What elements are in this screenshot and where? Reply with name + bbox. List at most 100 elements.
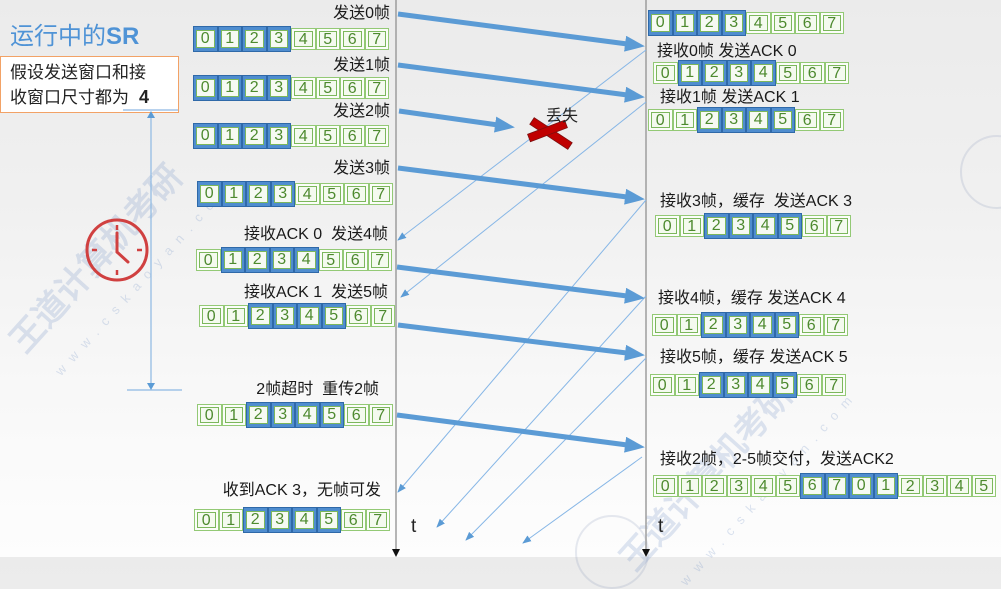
ack-5-line: [465, 357, 647, 541]
seq-cell: 5: [315, 125, 340, 147]
clock-icon: [85, 218, 149, 282]
window-seq-cell: 3: [723, 372, 748, 398]
seq-cell: 4: [291, 28, 316, 50]
receiver-step-label: 接收5帧，缓存 发送ACK 5: [660, 349, 848, 366]
seq-number: 6: [803, 477, 822, 495]
title-suffix: SR: [106, 23, 140, 50]
seq-number: 2: [251, 307, 270, 325]
seq-number: 4: [749, 111, 768, 129]
seq-number: 0: [200, 185, 219, 203]
window-seq-cell: 1: [217, 123, 242, 149]
seq-number: 3: [275, 307, 294, 325]
seq-cell: 7: [365, 509, 390, 531]
seq-number: 0: [199, 252, 218, 269]
window-seq-cell: 2: [701, 312, 726, 338]
seq-cell: 6: [340, 125, 365, 147]
seq-number: 2: [245, 127, 264, 145]
seq-number: 6: [343, 80, 362, 97]
seq-cell: 1: [677, 475, 702, 497]
seq-number: 3: [272, 251, 291, 269]
seq-number: 2: [245, 30, 264, 48]
seq-number: 7: [371, 407, 390, 424]
sender-step-label: 发送2帧: [333, 103, 390, 120]
seq-cell: 6: [802, 215, 827, 237]
seq-number: 0: [852, 477, 871, 495]
window-seq-cell: 2: [697, 10, 722, 36]
receiver-step-label: 接收1帧 发送ACK 1: [660, 89, 800, 106]
seq-number: 2: [704, 316, 723, 334]
receiver-step-label: 接收3帧，缓存 发送ACK 3: [660, 193, 853, 210]
seq-cell: 7: [368, 183, 393, 205]
seq-number: 1: [221, 512, 240, 529]
window-seq-cell: 0: [197, 181, 222, 207]
sender-step-label: 发送1帧: [333, 57, 390, 74]
seq-number: 2: [705, 478, 724, 495]
window-seq-cell: 1: [220, 247, 245, 273]
seq-number: 0: [651, 112, 670, 129]
seq-number: 6: [800, 377, 819, 394]
seq-cell: 1: [221, 404, 246, 426]
frame-5-arrow: [397, 322, 645, 361]
seq-cell: 4: [746, 12, 771, 34]
seq-cell: 3: [726, 475, 751, 497]
seq-number: 5: [324, 307, 343, 325]
seq-number: 1: [224, 407, 243, 424]
seq-number: 5: [777, 316, 796, 334]
seq-number: 3: [728, 316, 747, 334]
window-seq-cell: 3: [728, 213, 753, 239]
window-seq-cell: 1: [217, 75, 242, 101]
seq-number: 1: [223, 251, 242, 269]
seq-number: 2: [707, 217, 726, 235]
window-seq-cell: 2: [704, 213, 729, 239]
sender-step-label: 发送3帧: [333, 160, 390, 177]
seq-number: 4: [294, 31, 313, 48]
window-seq-cell: 3: [270, 181, 295, 207]
window-seq-cell: 3: [269, 247, 294, 273]
window-seq-cell: 3: [726, 60, 751, 86]
seq-number: 2: [705, 64, 724, 82]
window-seq-cell: 3: [266, 75, 291, 101]
seq-number: 1: [679, 317, 698, 334]
window-seq-cell: 4: [746, 107, 771, 133]
window-seq-cell: 3: [266, 123, 291, 149]
seq-number: 5: [778, 65, 797, 82]
sender-step-label: 接收ACK 0 发送4帧: [243, 226, 388, 243]
ack-1-line: [400, 101, 647, 298]
seq-number: 7: [822, 15, 841, 32]
seq-cell: 6: [795, 109, 820, 131]
lost-label: 丢失: [546, 106, 579, 125]
frame-3-arrow: [397, 165, 645, 205]
seq-number: 6: [344, 512, 363, 529]
seq-number: 1: [680, 64, 699, 82]
seq-cell: 7: [821, 374, 846, 396]
window-seq-cell: 0: [193, 75, 218, 101]
seq-cell: 0: [197, 404, 222, 426]
seq-cell: 3: [922, 475, 947, 497]
seq-number: 4: [297, 251, 316, 269]
seq-number: 7: [824, 377, 843, 394]
seq-cell: 5: [770, 12, 795, 34]
seq-number: 6: [347, 407, 366, 424]
seq-cell: 5: [971, 475, 996, 497]
window-seq-cell: 3: [721, 107, 746, 133]
seq-cell: 0: [653, 475, 678, 497]
ack-0-line: [397, 49, 647, 241]
sender-time-axis-label: t: [411, 516, 417, 537]
seq-number: 2: [700, 14, 719, 32]
seq-cell: 1: [674, 374, 699, 396]
window-seq-cell: 5: [774, 312, 799, 338]
seq-cell: 0: [650, 374, 675, 396]
seq-number: 3: [270, 511, 289, 529]
seq-cell: 1: [679, 215, 704, 237]
seq-number: 1: [220, 127, 239, 145]
seq-number: 6: [798, 15, 817, 32]
window-seq-cell: 5: [316, 507, 341, 533]
seq-number: 5: [319, 511, 338, 529]
frame-4-arrow: [396, 264, 645, 304]
seq-number: 0: [196, 79, 215, 97]
